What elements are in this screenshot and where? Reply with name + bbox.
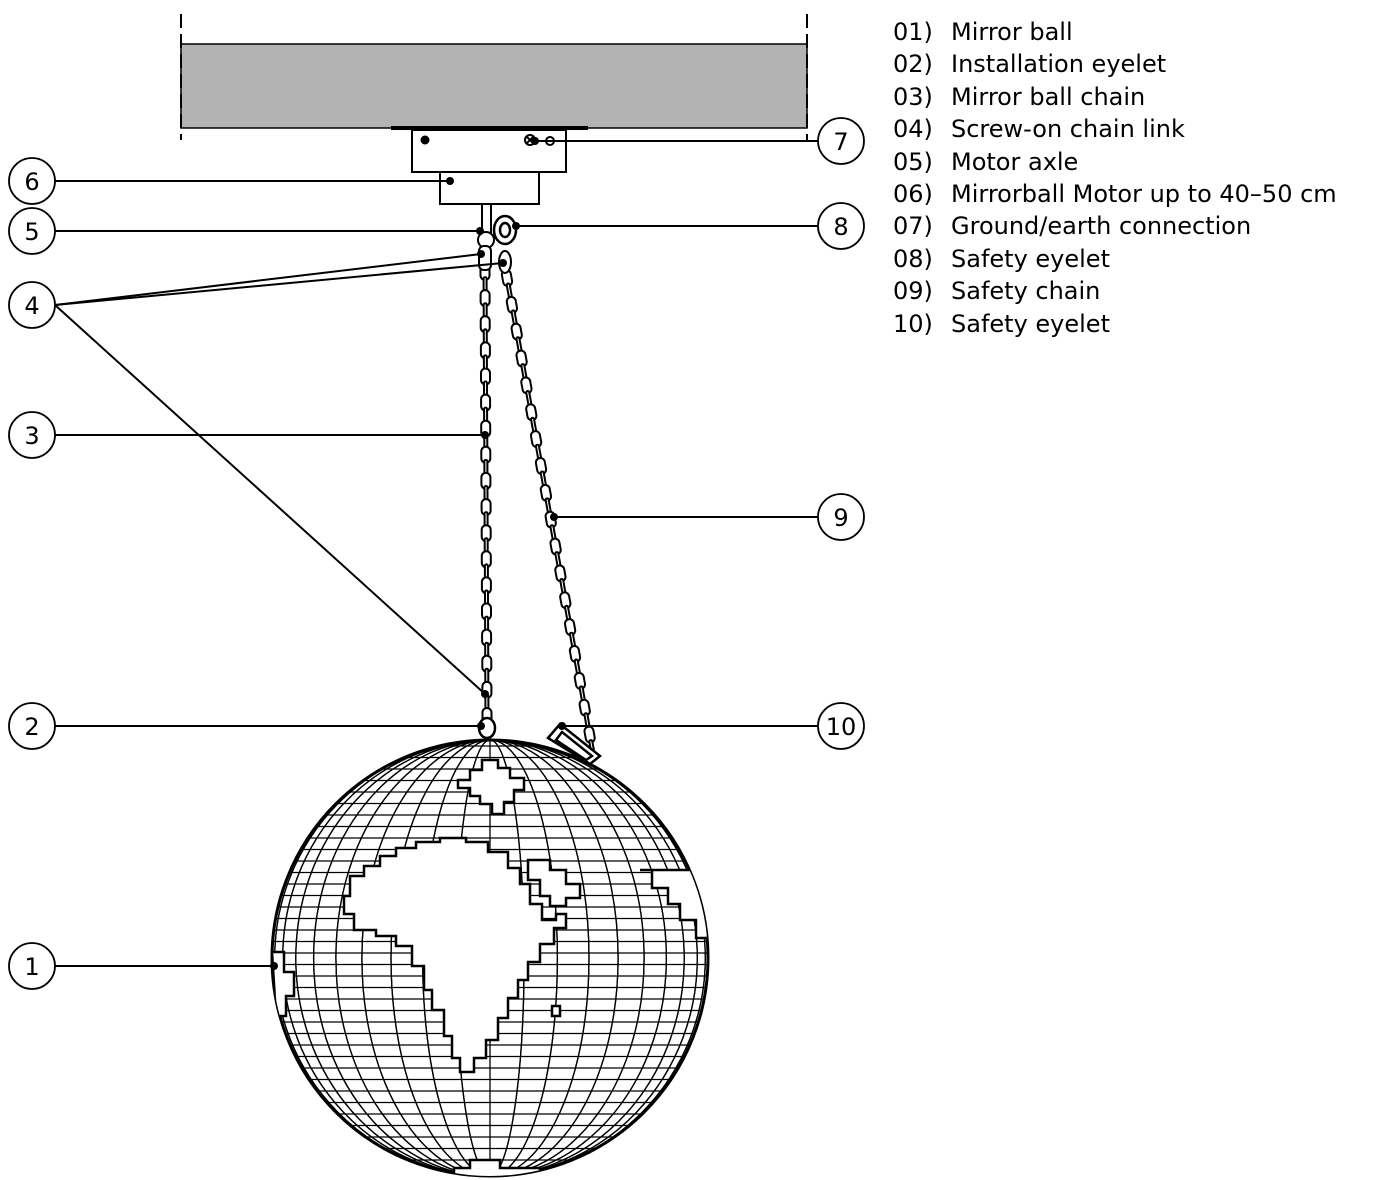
callout-1: 1	[8, 942, 278, 990]
legend-text: Safety chain	[951, 277, 1101, 306]
legend-number: 08)	[893, 244, 933, 273]
africa-outline	[342, 836, 568, 1074]
europe-outline	[456, 758, 526, 816]
legend-text: Ground/earth connection	[951, 212, 1252, 241]
mirror-ball-chain	[479, 263, 493, 725]
island-outline	[550, 1004, 562, 1018]
callout-7: 7	[531, 117, 865, 165]
ceiling	[180, 14, 808, 140]
continent-outlines	[272, 758, 708, 1176]
legend-item: 06) Mirrorball Motor up to 40–50 cm	[893, 178, 1337, 210]
asia-coast-outline	[640, 868, 708, 940]
callout-label: 9	[833, 504, 848, 532]
callout-label: 8	[833, 213, 848, 241]
mirror-ball	[270, 716, 710, 1178]
legend-item: 05) Motor axle	[893, 146, 1337, 178]
callout-label: 6	[24, 168, 39, 196]
callout-4: 4	[8, 250, 507, 698]
legend-item: 08) Safety eyelet	[893, 243, 1337, 275]
callout-3: 3	[8, 411, 489, 459]
legend-text: Safety eyelet	[951, 244, 1110, 273]
legend-text: Screw-on chain link	[951, 115, 1185, 144]
ceiling-slab	[180, 43, 808, 129]
legend-item: 02) Installation eyelet	[893, 48, 1337, 80]
callout-label: 7	[833, 128, 848, 156]
screw-on-links	[478, 245, 512, 274]
antarctica-outline	[452, 1158, 542, 1176]
parts-legend: 01) Mirror ball 02) Installation eyelet 03…	[893, 16, 1337, 340]
legend-number: 02)	[893, 50, 933, 79]
callout-10: 10	[558, 702, 865, 750]
legend-number: 10)	[893, 309, 933, 338]
legend-text: Safety eyelet	[951, 309, 1110, 338]
legend-number: 04)	[893, 115, 933, 144]
legend-item: 04) Screw-on chain link	[893, 113, 1337, 145]
legend-item: 01) Mirror ball	[893, 16, 1337, 48]
callout-label: 10	[826, 713, 857, 741]
legend-number: 05)	[893, 147, 933, 176]
legend-number: 06)	[893, 180, 933, 209]
mirrorball-installation-diagram: 1 2 3 4 5	[8, 14, 865, 1178]
legend-number: 07)	[893, 212, 933, 241]
callout-5: 5	[8, 207, 484, 255]
motor-safety-eyelet	[492, 214, 518, 246]
callout-9: 9	[550, 493, 865, 541]
legend-item: 10) Safety eyelet	[893, 308, 1337, 340]
legend-text: Mirror ball	[951, 18, 1073, 46]
legend-text: Installation eyelet	[951, 50, 1167, 79]
callout-label: 4	[24, 292, 39, 320]
legend-text: Mirror ball chain	[951, 82, 1146, 111]
mirrorball-motor	[391, 126, 588, 205]
callout-2: 2	[8, 702, 485, 750]
callout-label: 5	[24, 218, 39, 246]
callout-label: 3	[24, 422, 39, 450]
callout-label: 1	[24, 953, 39, 981]
legend-item: 07) Ground/earth connection	[893, 210, 1337, 242]
legend-text: Mirrorball Motor up to 40–50 cm	[951, 180, 1337, 209]
callout-label: 2	[24, 713, 39, 741]
legend-text: Motor axle	[951, 147, 1079, 176]
legend-number: 01)	[893, 18, 933, 46]
arabia-outline	[526, 858, 582, 908]
safety-chain	[500, 269, 596, 757]
callout-6: 6	[8, 157, 454, 205]
legend-item: 09) Safety chain	[893, 275, 1337, 307]
legend-number: 03)	[893, 82, 933, 111]
legend-number: 09)	[893, 277, 933, 306]
callout-8: 8	[512, 202, 865, 250]
motor-axle	[477, 203, 495, 249]
callouts: 1 2 3 4 5	[8, 117, 865, 990]
legend-item: 03) Mirror ball chain	[893, 81, 1337, 113]
